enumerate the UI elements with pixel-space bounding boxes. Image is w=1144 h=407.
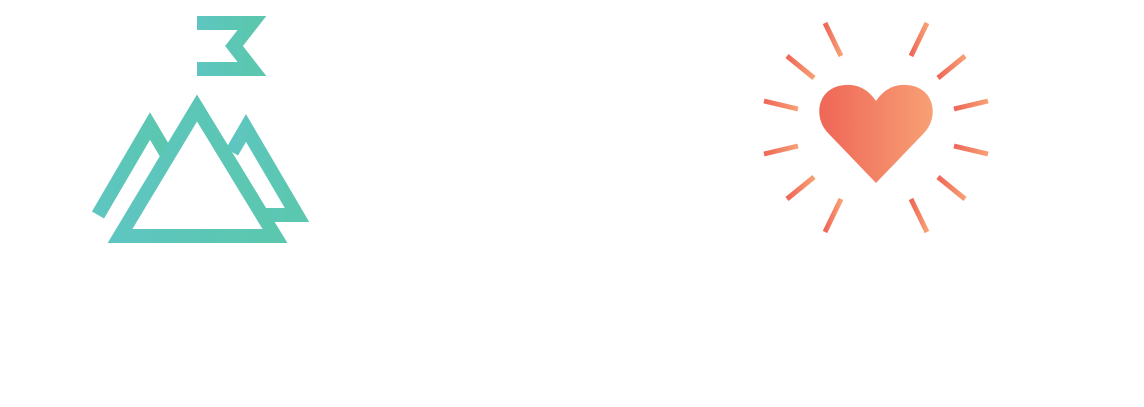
ray-mid-right-2 [953,143,989,157]
heart-shape [819,84,933,183]
ray-bottom-left-1 [822,197,844,234]
ray-bottom-right-1 [908,197,930,234]
radiant-heart-icon [763,13,989,242]
flag [197,16,267,76]
ray-bottom-right-2 [936,175,967,201]
ray-top-right-1 [908,21,930,58]
ray-top-left-1 [822,21,844,58]
ray-mid-right-1 [953,98,989,112]
left-peak [91,112,173,219]
rays [763,13,989,242]
ray-mid-left-2 [763,143,799,157]
ray-top-left-2 [785,54,816,80]
right-peak [225,114,310,222]
main-peak [107,94,288,243]
ray-bottom-left-2 [785,175,816,201]
ray-mid-left-1 [763,98,799,112]
mountain-flag-icon [91,16,310,243]
ray-top-right-2 [936,54,967,80]
